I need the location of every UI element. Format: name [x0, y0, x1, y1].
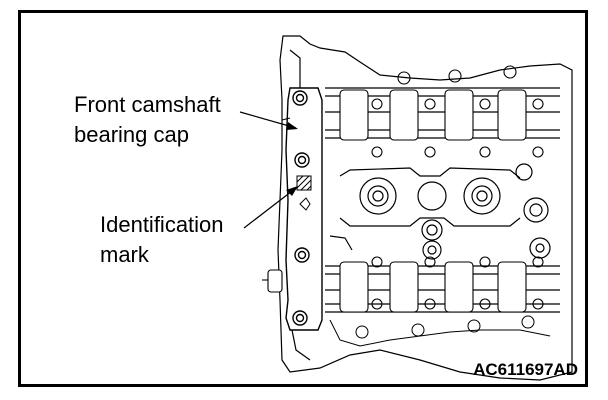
leader-lines [239, 111, 297, 229]
lower-details [329, 315, 551, 347]
leader-arrowheads [286, 122, 298, 196]
ident-label-line1: Identification [100, 212, 224, 237]
front-label-line2: bearing cap [74, 122, 189, 147]
ident-label-line2: mark [100, 242, 149, 267]
front-camshaft-bearing-cap-label: Front camshaft bearing cap [74, 90, 221, 150]
side-features [262, 117, 291, 293]
figure-code: AC611697AD [473, 360, 578, 379]
front-bearing-cap [285, 87, 323, 331]
spark-plug-bores [329, 163, 551, 260]
leader-ident-mark [243, 187, 297, 229]
identification-mark [296, 175, 312, 211]
bearing-caps-lower [339, 256, 544, 313]
cylinder-head-outline [277, 35, 573, 381]
leader-front-cap [239, 111, 297, 129]
identification-mark-label: Identification mark [100, 210, 224, 270]
front-label-line1: Front camshaft [74, 92, 221, 117]
bearing-caps-upper [339, 65, 544, 158]
